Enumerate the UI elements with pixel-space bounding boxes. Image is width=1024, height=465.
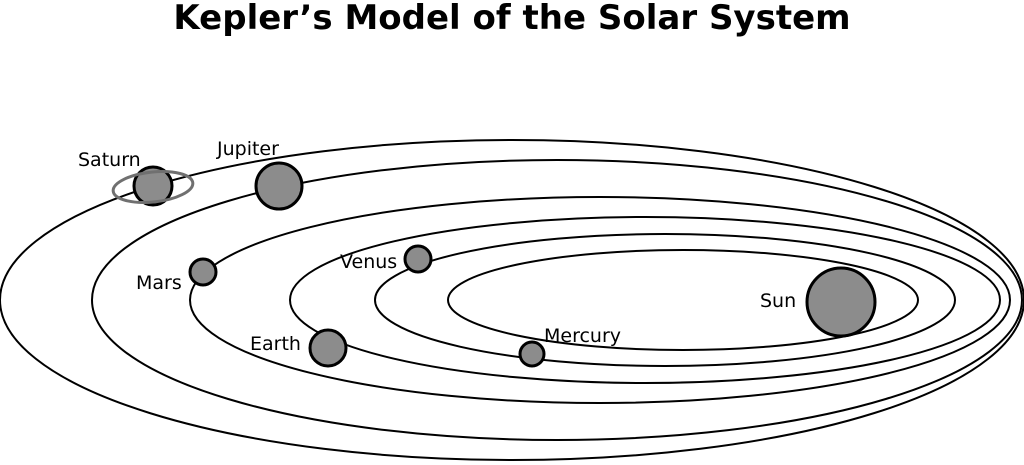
label-mercury: Mercury [544, 325, 621, 347]
orbit-earth [290, 217, 1000, 383]
label-sun: Sun [760, 290, 796, 312]
label-jupiter: Jupiter [216, 138, 279, 160]
label-venus: Venus [340, 251, 397, 273]
orbit-jupiter [92, 160, 1022, 440]
orbit-mars [190, 197, 1010, 403]
label-earth: Earth [250, 333, 301, 355]
mercury-body [520, 342, 544, 366]
label-mars: Mars [136, 272, 182, 294]
venus-body [405, 246, 431, 272]
labels: Saturn Jupiter Mars Venus Earth Mercury … [78, 138, 796, 355]
label-saturn: Saturn [78, 149, 141, 171]
bodies [112, 163, 875, 366]
mars-body [190, 259, 216, 285]
saturn-body [112, 167, 195, 206]
sun-body [807, 268, 875, 336]
earth-body [310, 330, 346, 366]
jupiter-body [256, 163, 302, 209]
